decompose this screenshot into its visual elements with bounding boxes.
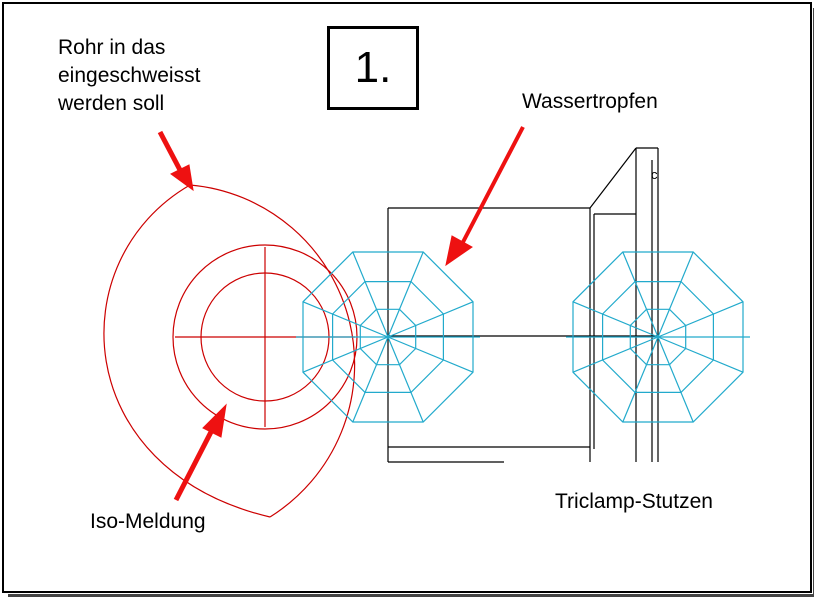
droplet-spoke (387, 336, 474, 373)
water-droplet-right (566, 251, 750, 423)
pipe-label-line-3: werden soll (58, 92, 165, 115)
droplet-spoke (352, 251, 389, 338)
droplet-spoke (657, 336, 694, 423)
pipe-label: Rohr in das eingeschweisst werden soll (58, 34, 200, 118)
droplet-spoke (302, 336, 389, 373)
droplet-spoke (302, 301, 389, 338)
pipe-label-line-2: eingeschweisst (58, 64, 201, 87)
triclamp-label: Triclamp-Stutzen (555, 490, 713, 513)
droplet-spoke (352, 336, 389, 423)
droplet-spoke (622, 251, 659, 338)
step-number-box: 1. (327, 26, 419, 110)
equipment-outline (387, 147, 659, 463)
pipe-label-line-1: Rohr in das (58, 36, 166, 59)
pipe-arrow (157, 130, 194, 192)
droplet-spoke (572, 336, 659, 373)
iso-arrow (173, 403, 227, 502)
droplet-spoke (622, 336, 659, 423)
droplet-spoke (387, 301, 474, 338)
droplet-spoke (657, 336, 744, 373)
droplet-spoke (572, 301, 659, 338)
iso-report-label: Iso-Meldung (90, 510, 206, 533)
outer-spiral-arc (189, 184, 356, 518)
small-mark: c (651, 167, 658, 182)
droplet-spoke (657, 251, 694, 338)
water-drops-label: Wassertropfen (522, 90, 658, 113)
step-number: 1. (354, 43, 392, 92)
pipe-drawing (103, 184, 358, 518)
water-droplet-left (296, 251, 480, 423)
callout-arrows (157, 126, 525, 502)
droplet-spoke (387, 336, 424, 423)
droplet-arrow (445, 126, 525, 267)
outer-spiral-arc-left (103, 184, 271, 518)
droplet-spoke (657, 301, 744, 338)
droplet-spoke (387, 251, 424, 338)
